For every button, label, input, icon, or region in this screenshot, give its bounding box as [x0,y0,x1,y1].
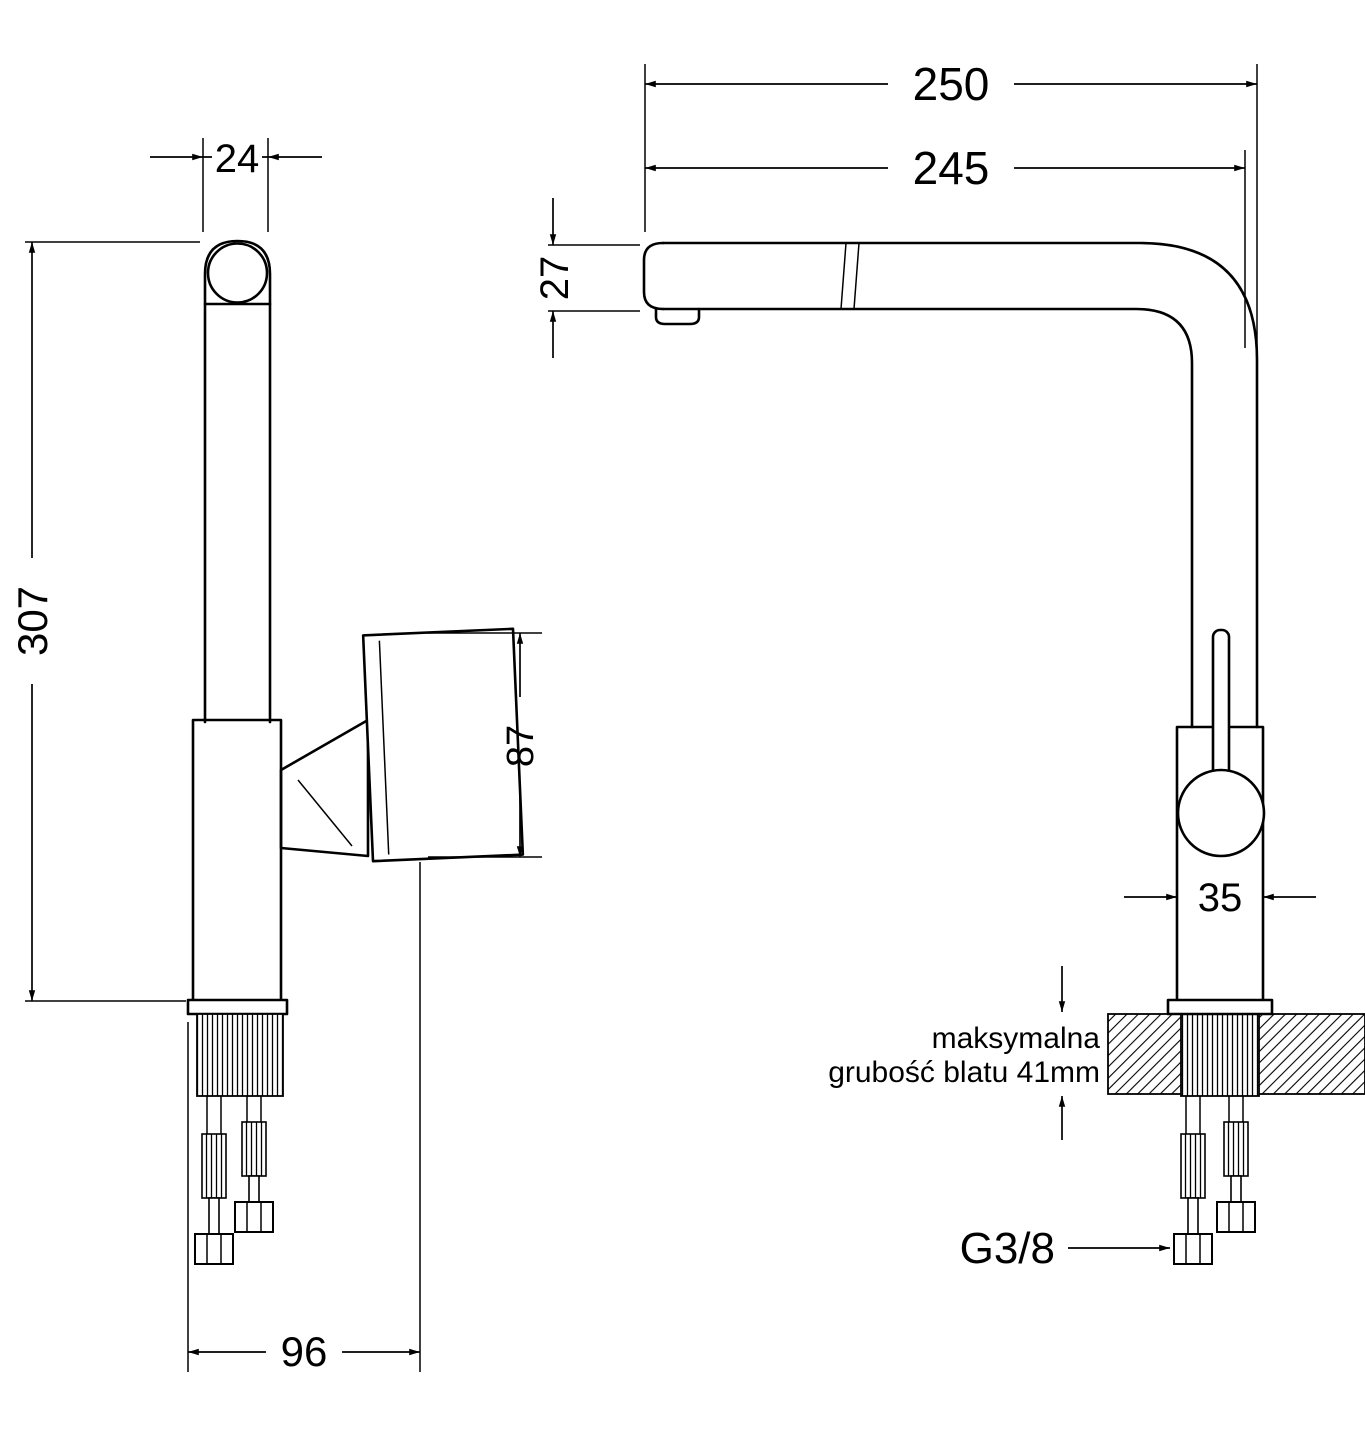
counter-thickness-note: maksymalna grubość blatu 41mm [828,966,1100,1140]
spout-pipe-side [203,239,272,724]
base-flange-side [186,998,289,1016]
dim-96-label: 96 [281,1328,328,1375]
dimension-87: 87 [428,632,542,858]
dim-27-label: 27 [533,256,577,301]
counter-note-line2: grubość blatu 41mm [828,1056,1100,1089]
dim-245-label: 245 [913,142,990,194]
counter-note-line1: maksymalna [932,1022,1101,1055]
threaded-shank-side [196,1013,284,1097]
dimension-27: 27 [533,198,640,358]
mounting-studs-front [1173,1095,1256,1265]
dimension-245: 245 [645,142,1246,348]
dim-87-label: 87 [500,725,542,767]
dimension-250: 250 [644,58,1258,352]
spout-inner-line [661,307,1194,729]
dimension-307: 307 [9,241,200,1002]
faucet-side-view [186,239,525,1265]
spout-end-circle [206,242,269,304]
dim-24-label: 24 [215,137,260,181]
dim-35-label: 35 [1198,876,1243,920]
spray-outlet [654,307,701,326]
handle-connector [279,718,370,858]
faucet-body-side [191,718,283,1002]
ball-joint [1176,768,1266,858]
dimension-35: 35 [1124,876,1316,920]
threaded-shank-front [1180,1013,1260,1097]
faucet-front-view [642,241,1365,1265]
dimension-24: 24 [150,136,322,232]
thread-callout: G3/8 [960,1224,1170,1273]
spray-head-joint [840,242,860,310]
spout-outer-line [661,241,1259,729]
mounting-studs-side [194,1095,274,1265]
dimension-96: 96 [187,862,421,1375]
thread-label: G3/8 [960,1224,1055,1273]
dim-250-label: 250 [913,58,990,110]
base-flange-front [1166,998,1274,1016]
spray-head-cap [642,241,665,311]
lever-handle-side [361,627,525,863]
dim-307-label: 307 [9,586,56,656]
